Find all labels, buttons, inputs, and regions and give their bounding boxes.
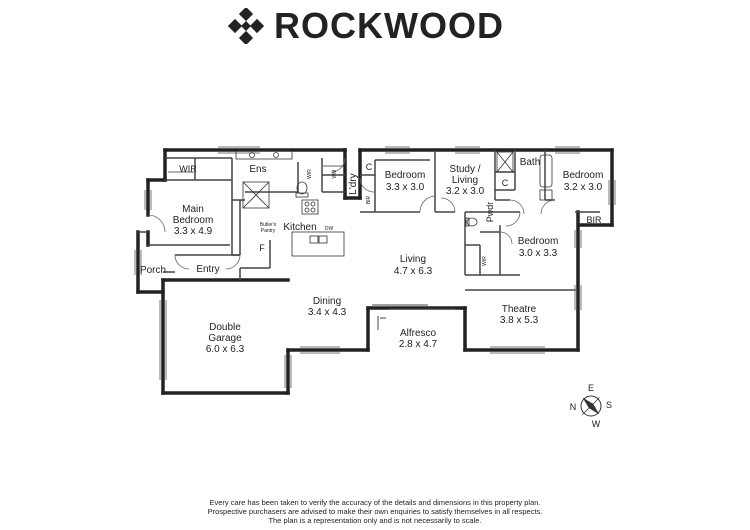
room-entry: Entry xyxy=(196,264,219,275)
room-bedroom3-dims: 3.0 x 3.3 xyxy=(519,248,558,259)
room-dining-name: Dining xyxy=(313,296,341,307)
compass-ring xyxy=(580,395,602,417)
room-study-name2: Living xyxy=(452,175,478,186)
room-labels: WIR Ens WIR WM L'dry C BIR Bedroom 3.3 x… xyxy=(140,157,603,355)
room-study-dims: 3.2 x 3.0 xyxy=(446,186,485,197)
room-bedroom1-name: Bedroom xyxy=(385,170,426,181)
room-main-bedroom-name1: Main xyxy=(182,204,204,215)
room-garage-dims: 6.0 x 6.3 xyxy=(206,344,245,355)
room-wir-main: WIR xyxy=(179,164,197,174)
room-main-bedroom-dims: 3.3 x 4.9 xyxy=(174,226,213,237)
room-alfresco-dims: 2.8 x 4.7 xyxy=(399,339,438,350)
room-dining-dims: 3.4 x 4.3 xyxy=(308,307,347,318)
room-garage-name1: Double xyxy=(209,322,241,333)
room-butlers-pantry-2: Pantry xyxy=(261,228,276,234)
room-bedroom1-dims: 3.3 x 3.0 xyxy=(386,182,425,193)
room-bir1: BIR xyxy=(366,195,372,204)
room-garage-name2: Garage xyxy=(208,333,242,344)
rockwood-diamond-icon xyxy=(228,8,264,44)
room-bedroom2-dims: 3.2 x 3.0 xyxy=(564,182,603,193)
compass-w: W xyxy=(592,419,601,429)
room-alfresco-name: Alfresco xyxy=(400,328,437,339)
room-porch: Porch xyxy=(140,265,166,276)
room-main-bedroom-name2: Bedroom xyxy=(173,215,214,226)
compass-e: E xyxy=(588,383,594,393)
brand-logo: ROCKWOOD xyxy=(228,6,504,46)
door-swings xyxy=(147,157,556,270)
room-kitchen: Kitchen xyxy=(283,222,316,233)
disclaimer-line3: The plan is a representation only and is… xyxy=(268,516,482,525)
interior-walls xyxy=(138,150,600,291)
room-laundry: L'dry xyxy=(348,173,359,194)
room-ensuite: Ens xyxy=(249,164,266,175)
brand-name: ROCKWOOD xyxy=(274,5,504,46)
room-dishwasher: DW xyxy=(325,226,334,232)
disclaimer-line1: Every care has been taken to verify the … xyxy=(209,498,541,507)
room-wir3: WIR xyxy=(482,256,488,266)
disclaimer-line2: Prospective purchasers are advised to ma… xyxy=(207,507,543,516)
room-living-dims: 4.7 x 6.3 xyxy=(394,266,433,277)
room-study-name1: Study / xyxy=(449,164,480,175)
room-living-name: Living xyxy=(400,254,426,265)
room-pwdr: Pwdr xyxy=(485,202,495,223)
compass-s: S xyxy=(606,400,612,410)
room-wir-ensuite: WIR xyxy=(307,169,313,179)
room-fridge: F xyxy=(259,243,265,253)
room-wm: WM xyxy=(332,170,338,179)
fixtures xyxy=(168,150,553,257)
room-bath: Bath xyxy=(520,157,541,168)
compass-n: N xyxy=(570,402,577,412)
sliding-doors xyxy=(372,304,455,330)
disclaimer: Every care has been taken to verify the … xyxy=(150,498,600,525)
room-butlers-pantry-1: Butler's xyxy=(260,222,277,228)
room-theatre-dims: 3.8 x 5.3 xyxy=(500,315,539,326)
room-c2: C xyxy=(502,178,509,188)
room-bir2: BIR xyxy=(586,215,602,225)
room-bedroom3-name: Bedroom xyxy=(518,236,559,247)
exterior-walls xyxy=(136,148,614,395)
room-c1: C xyxy=(366,162,373,172)
compass: E N S W xyxy=(570,383,612,429)
room-bedroom2-name: Bedroom xyxy=(563,170,604,181)
windows xyxy=(134,146,616,388)
room-theatre-name: Theatre xyxy=(502,304,537,315)
